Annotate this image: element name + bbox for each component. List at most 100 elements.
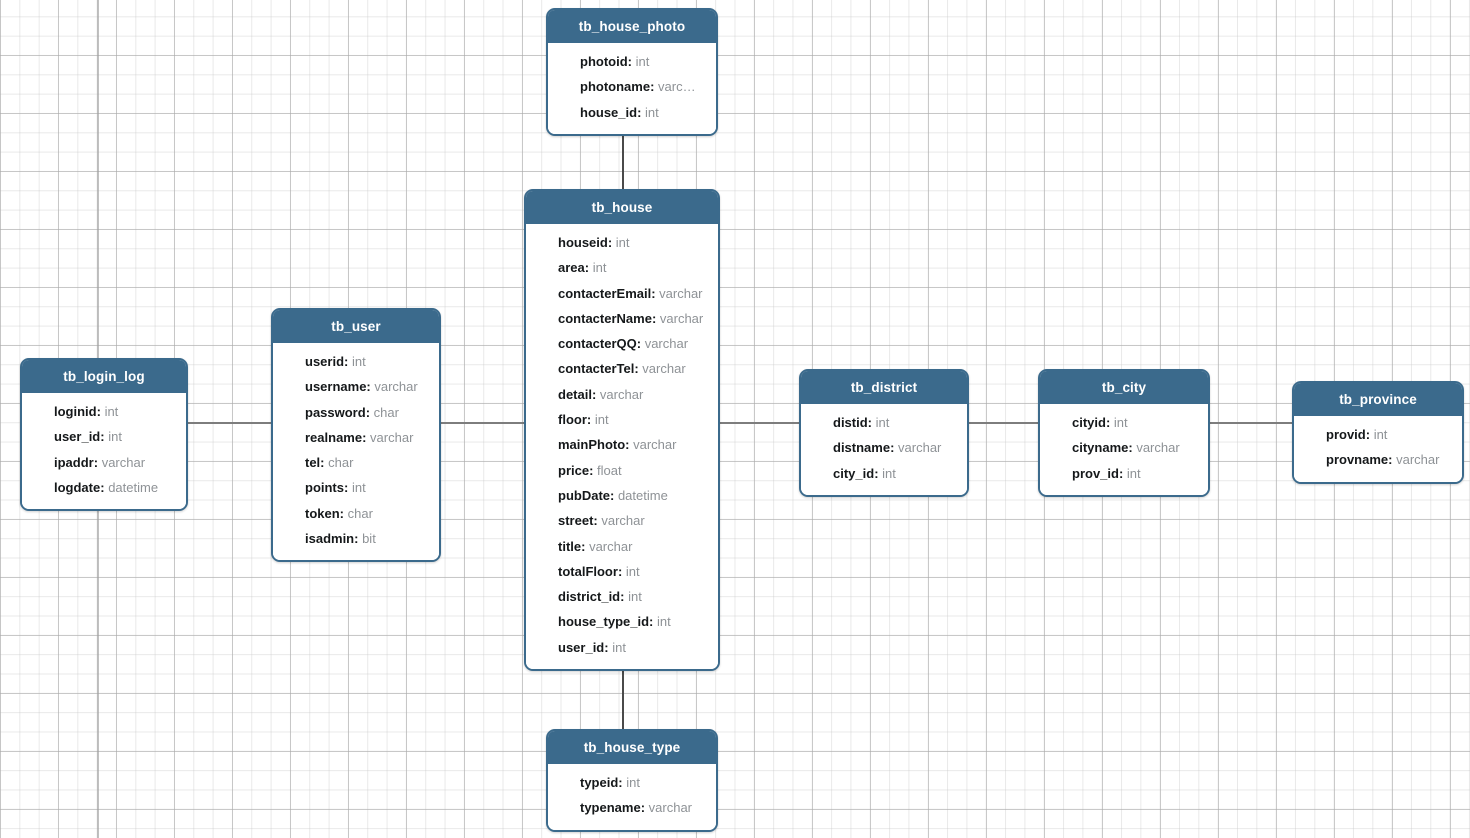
field-separator: : <box>634 361 643 377</box>
field-row[interactable]: floor: int <box>526 407 718 432</box>
table-header-tb_house[interactable]: tb_house <box>526 191 718 224</box>
table-header-tb_district[interactable]: tb_district <box>801 371 967 404</box>
field-row[interactable]: title: varchar <box>526 534 718 559</box>
field-type: int <box>615 235 630 250</box>
table-header-tb_house_photo[interactable]: tb_house_photo <box>548 10 716 43</box>
field-row[interactable]: user_id: int <box>526 635 718 660</box>
table-header-tb_city[interactable]: tb_city <box>1040 371 1208 404</box>
connector-login_log-to-user[interactable] <box>188 422 271 424</box>
field-row[interactable]: ipaddr: varchar <box>22 450 186 475</box>
table-header-tb_house_type[interactable]: tb_house_type <box>548 731 716 764</box>
field-row[interactable]: userid: int <box>273 349 439 374</box>
field-row[interactable]: password: char <box>273 400 439 425</box>
field-row[interactable]: houseid: int <box>526 230 718 255</box>
field-row[interactable]: token: char <box>273 501 439 526</box>
field-name: points <box>305 480 344 496</box>
field-row[interactable]: city_id: int <box>801 461 967 486</box>
field-row[interactable]: tel: char <box>273 450 439 475</box>
field-separator: : <box>339 505 348 521</box>
table-header-tb_user[interactable]: tb_user <box>273 310 439 343</box>
field-type: float <box>597 462 622 478</box>
field-type: varchar <box>633 437 677 453</box>
connector-house-to-district[interactable] <box>720 422 799 424</box>
field-row[interactable]: mainPhoto: varchar <box>526 432 718 457</box>
field-row[interactable]: price: float <box>526 458 718 483</box>
connector-house_photo-to-house[interactable] <box>622 131 624 189</box>
field-row[interactable]: typeid: int <box>548 770 716 795</box>
field-name: contacterQQ <box>558 336 637 352</box>
field-name: photoid <box>580 54 628 69</box>
field-name: logdate <box>54 479 101 495</box>
field-type: varchar <box>370 429 414 445</box>
field-row[interactable]: cityid: int <box>1040 410 1208 435</box>
field-separator: : <box>591 386 600 402</box>
field-name: loginid <box>54 404 97 419</box>
field-separator: : <box>637 104 646 120</box>
field-row[interactable]: house_id: int <box>548 100 716 125</box>
field-row[interactable]: user_id: int <box>22 424 186 449</box>
field-row[interactable]: provname: varchar <box>1294 447 1462 472</box>
field-row[interactable]: provid: int <box>1294 422 1462 447</box>
field-name: houseid <box>558 235 608 250</box>
field-row[interactable]: contacterQQ: varchar <box>526 331 718 356</box>
field-row[interactable]: cityname: varchar <box>1040 435 1208 460</box>
field-name: tel <box>305 455 321 471</box>
field-row[interactable]: photoname: varc… <box>548 74 716 99</box>
field-type: varchar <box>374 379 418 395</box>
field-type: int <box>351 354 366 369</box>
field-row[interactable]: detail: varchar <box>526 382 718 407</box>
connector-city-to-province[interactable] <box>1210 422 1292 424</box>
field-separator: : <box>620 589 629 605</box>
field-row[interactable]: points: int <box>273 475 439 500</box>
field-type: varchar <box>648 800 693 816</box>
table-header-tb_province[interactable]: tb_province <box>1294 383 1462 416</box>
connector-house-to-house_type[interactable] <box>622 667 624 729</box>
field-row[interactable]: distid: int <box>801 410 967 435</box>
field-type: varchar <box>642 361 686 377</box>
field-type: int <box>1113 415 1128 430</box>
field-row[interactable]: totalFloor: int <box>526 559 718 584</box>
field-row[interactable]: street: varchar <box>526 508 718 533</box>
field-row[interactable]: house_type_id: int <box>526 609 718 634</box>
field-separator: : <box>584 260 593 276</box>
field-row[interactable]: logdate: datetime <box>22 475 186 500</box>
field-row[interactable]: username: varchar <box>273 374 439 399</box>
field-type: char <box>328 455 354 471</box>
field-name: contacterName <box>558 310 652 326</box>
field-type: int <box>645 104 659 120</box>
connector-user-to-house[interactable] <box>441 422 524 424</box>
field-row[interactable]: typename: varchar <box>548 795 716 820</box>
field-row[interactable]: prov_id: int <box>1040 461 1208 486</box>
field-row[interactable]: realname: varchar <box>273 425 439 450</box>
field-row[interactable]: contacterEmail: varchar <box>526 281 718 306</box>
field-name: house_type_id <box>558 614 650 630</box>
field-name: typename <box>580 800 641 816</box>
field-row[interactable]: photoid: int <box>548 49 716 74</box>
field-row[interactable]: contacterName: varchar <box>526 306 718 331</box>
field-row[interactable]: contacterTel: varchar <box>526 356 718 381</box>
field-row[interactable]: distname: varchar <box>801 435 967 460</box>
field-separator: : <box>610 487 618 503</box>
connector-district-to-city[interactable] <box>969 422 1038 424</box>
table-header-tb_login_log[interactable]: tb_login_log <box>22 360 186 393</box>
field-separator: : <box>617 563 626 579</box>
field-row[interactable]: isadmin: bit <box>273 526 439 551</box>
field-row[interactable]: district_id: int <box>526 584 718 609</box>
field-row[interactable]: pubDate: datetime <box>526 483 718 508</box>
field-name: distname <box>833 440 891 456</box>
field-row[interactable]: loginid: int <box>22 399 186 424</box>
field-separator: : <box>627 54 636 69</box>
field-name: user_id <box>54 429 101 445</box>
field-separator: : <box>640 800 649 816</box>
field-row[interactable]: area: int <box>526 255 718 280</box>
